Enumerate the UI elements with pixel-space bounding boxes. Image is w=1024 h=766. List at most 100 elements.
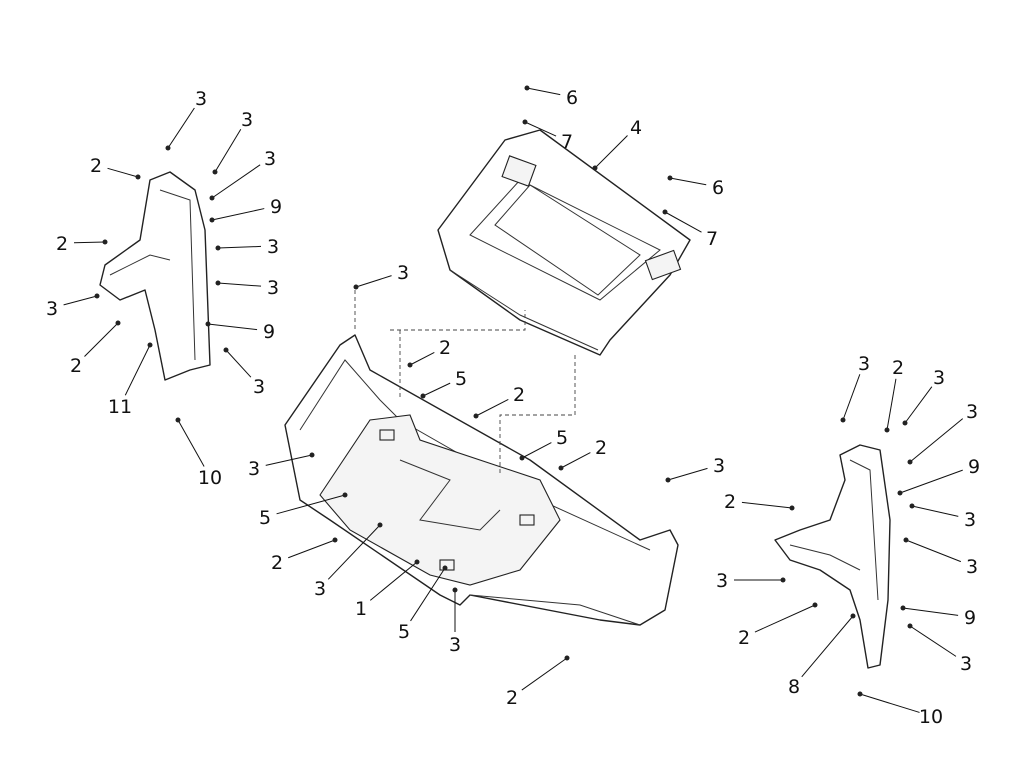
leader-line [124, 344, 151, 396]
leader-line [560, 452, 591, 469]
callout-number: 3 [964, 509, 976, 531]
leader-line [909, 418, 964, 463]
callout-number: 3 [966, 556, 978, 578]
callout-3: 3 [353, 262, 409, 290]
leader-line [369, 561, 418, 601]
fastener-icon [902, 420, 908, 426]
fastener-icon [522, 119, 528, 125]
callout-number: 2 [271, 552, 283, 574]
callout-number: 3 [449, 634, 461, 656]
leader-line [526, 87, 561, 96]
leader-line [842, 374, 861, 421]
fastener-icon [442, 565, 448, 571]
fastener-icon [309, 452, 315, 458]
fastener-icon [907, 623, 913, 629]
callout-number: 3 [933, 367, 945, 389]
leader-line [177, 419, 205, 467]
fastener-icon [789, 505, 795, 511]
leader-line [899, 469, 963, 494]
leader-line [167, 107, 195, 149]
callout-2: 2 [70, 320, 121, 377]
leader-line [207, 323, 258, 331]
callout-2: 2 [56, 233, 108, 255]
callout-2: 2 [738, 602, 818, 649]
leader-line [211, 164, 261, 199]
callout-number: 2 [892, 357, 904, 379]
fastener-icon [667, 175, 673, 181]
fastener-icon [377, 522, 383, 528]
leader-line [409, 352, 435, 366]
callout-10: 10 [857, 691, 943, 728]
callout-number: 6 [712, 177, 724, 199]
callout-number: 3 [253, 376, 265, 398]
callout-number: 2 [56, 233, 68, 255]
leader-line [265, 454, 313, 466]
hood-panel [437, 129, 691, 356]
callout-3: 3 [902, 367, 945, 426]
fastener-icon [850, 613, 856, 619]
leader-line [276, 494, 346, 515]
fastener-icon [212, 169, 218, 175]
callout-3: 3 [907, 623, 972, 675]
leader-line [886, 378, 897, 431]
front-bumper [284, 334, 679, 626]
callout-2: 2 [407, 337, 451, 368]
fastener-icon [407, 362, 413, 368]
fastener-icon [175, 417, 181, 423]
callout-number: 9 [263, 321, 275, 343]
left-side-panel [99, 171, 211, 381]
callout-number: 3 [966, 401, 978, 423]
leader-line [475, 399, 509, 417]
callout-3: 3 [215, 236, 279, 258]
callout-number: 2 [738, 627, 750, 649]
callout-3: 3 [212, 109, 253, 175]
callout-5: 5 [420, 368, 467, 399]
callout-2: 2 [724, 491, 795, 513]
fastener-icon [558, 465, 564, 471]
callout-9: 9 [900, 605, 976, 629]
leader-line [905, 539, 962, 563]
fastener-icon [903, 537, 909, 543]
fastener-icon [900, 605, 906, 611]
callout-number: 3 [195, 88, 207, 110]
leader-line [664, 211, 702, 233]
leader-line [521, 657, 568, 691]
callout-3: 3 [46, 293, 100, 320]
callout-2: 2 [558, 437, 607, 471]
fastener-icon [420, 393, 426, 399]
callout-number: 2 [70, 355, 82, 377]
callout-number: 5 [259, 507, 271, 529]
callout-number: 5 [556, 427, 568, 449]
leader-line [667, 467, 708, 481]
leader-line [84, 322, 119, 357]
leader-line [410, 567, 446, 622]
leader-line [524, 121, 557, 137]
callout-3: 3 [215, 277, 279, 299]
callout-10: 10 [175, 417, 222, 489]
leader-line [211, 208, 265, 221]
callout-number: 3 [960, 653, 972, 675]
callout-number: 3 [858, 353, 870, 375]
callout-7: 7 [522, 119, 573, 153]
fastener-icon [414, 559, 420, 565]
fastener-icon [564, 655, 570, 661]
callout-number: 3 [241, 109, 253, 131]
fastener-icon [812, 602, 818, 608]
leader-line [859, 693, 920, 713]
callout-2: 2 [271, 537, 338, 574]
callout-3: 3 [223, 347, 265, 398]
callout-number: 9 [964, 607, 976, 629]
callout-9: 9 [897, 456, 980, 496]
fastener-icon [102, 239, 108, 245]
callout-number: 7 [561, 131, 573, 153]
callout-number: 3 [713, 455, 725, 477]
callout-3: 3 [840, 353, 870, 423]
leader-line [422, 382, 451, 397]
leader-line [355, 275, 392, 288]
leader-line [288, 539, 336, 559]
fastener-icon [94, 293, 100, 299]
leader-line [63, 295, 98, 306]
callout-8: 8 [788, 613, 856, 698]
leader-line [217, 245, 262, 249]
